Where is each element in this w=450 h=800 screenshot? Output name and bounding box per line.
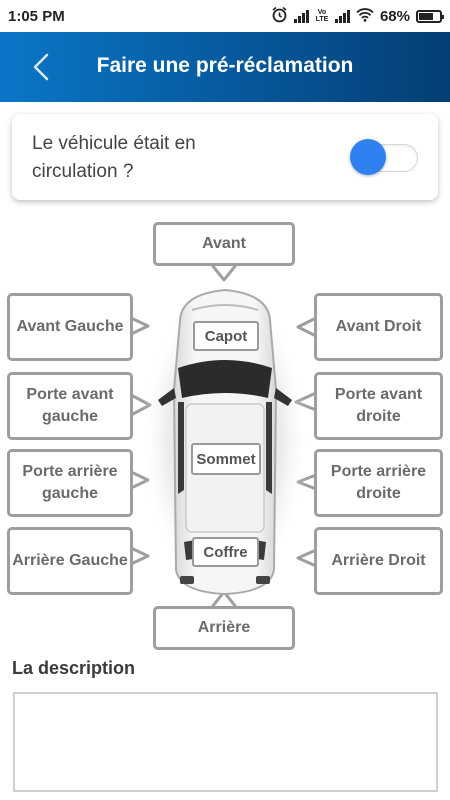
zone-porte-arriere-droite[interactable]: Porte arrière droite [314,449,443,517]
zone-porte-arriere-gauche[interactable]: Porte arrière gauche [7,449,133,517]
status-icons: Vo LTE 68% [271,6,444,27]
zone-arriere-droit[interactable]: Arrière Droit [314,527,443,595]
zone-porte-avant-droite[interactable]: Porte avant droite [314,372,443,440]
circulation-toggle[interactable] [350,136,418,178]
circulation-card: Le véhicule était en circulation ? [12,114,438,200]
signal-icon [334,9,350,23]
zone-avant-droit[interactable]: Avant Droit [314,293,443,361]
description-label: La description [12,658,136,678]
zone-pointers [130,264,317,608]
toggle-knob [350,139,386,175]
circulation-question: Le véhicule était en circulation ? [32,133,196,182]
volte-icon: Vo LTE [315,9,329,23]
app-header: Faire une pré-réclamation [0,32,450,102]
zone-arriere[interactable]: Arrière [153,606,295,650]
status-bar: 1:05 PM Vo LTE 68% [0,0,450,32]
part-sommet[interactable]: Sommet [191,443,261,475]
zone-arriere-gauche[interactable]: Arrière Gauche [7,527,133,595]
part-capot[interactable]: Capot [193,321,259,351]
alarm-icon [271,6,288,27]
battery-percent: 68% [379,7,410,25]
wifi-icon [356,7,374,26]
battery-icon [416,9,444,23]
part-coffre[interactable]: Coffre [192,537,259,567]
zone-porte-avant-gauche[interactable]: Porte avant gauche [7,372,133,440]
zone-avant-gauche[interactable]: Avant Gauche [7,293,133,361]
chevron-left-icon [33,53,49,81]
back-button[interactable] [24,50,58,84]
description-input[interactable] [13,692,438,792]
zone-avant[interactable]: Avant [153,222,295,266]
car-damage-diagram: Avant Avant Gauche Avant Droit Porte ava… [0,210,450,655]
status-time: 1:05 PM [8,7,65,25]
signal-icon [293,9,309,23]
page-title: Faire une pré-réclamation [96,54,354,77]
